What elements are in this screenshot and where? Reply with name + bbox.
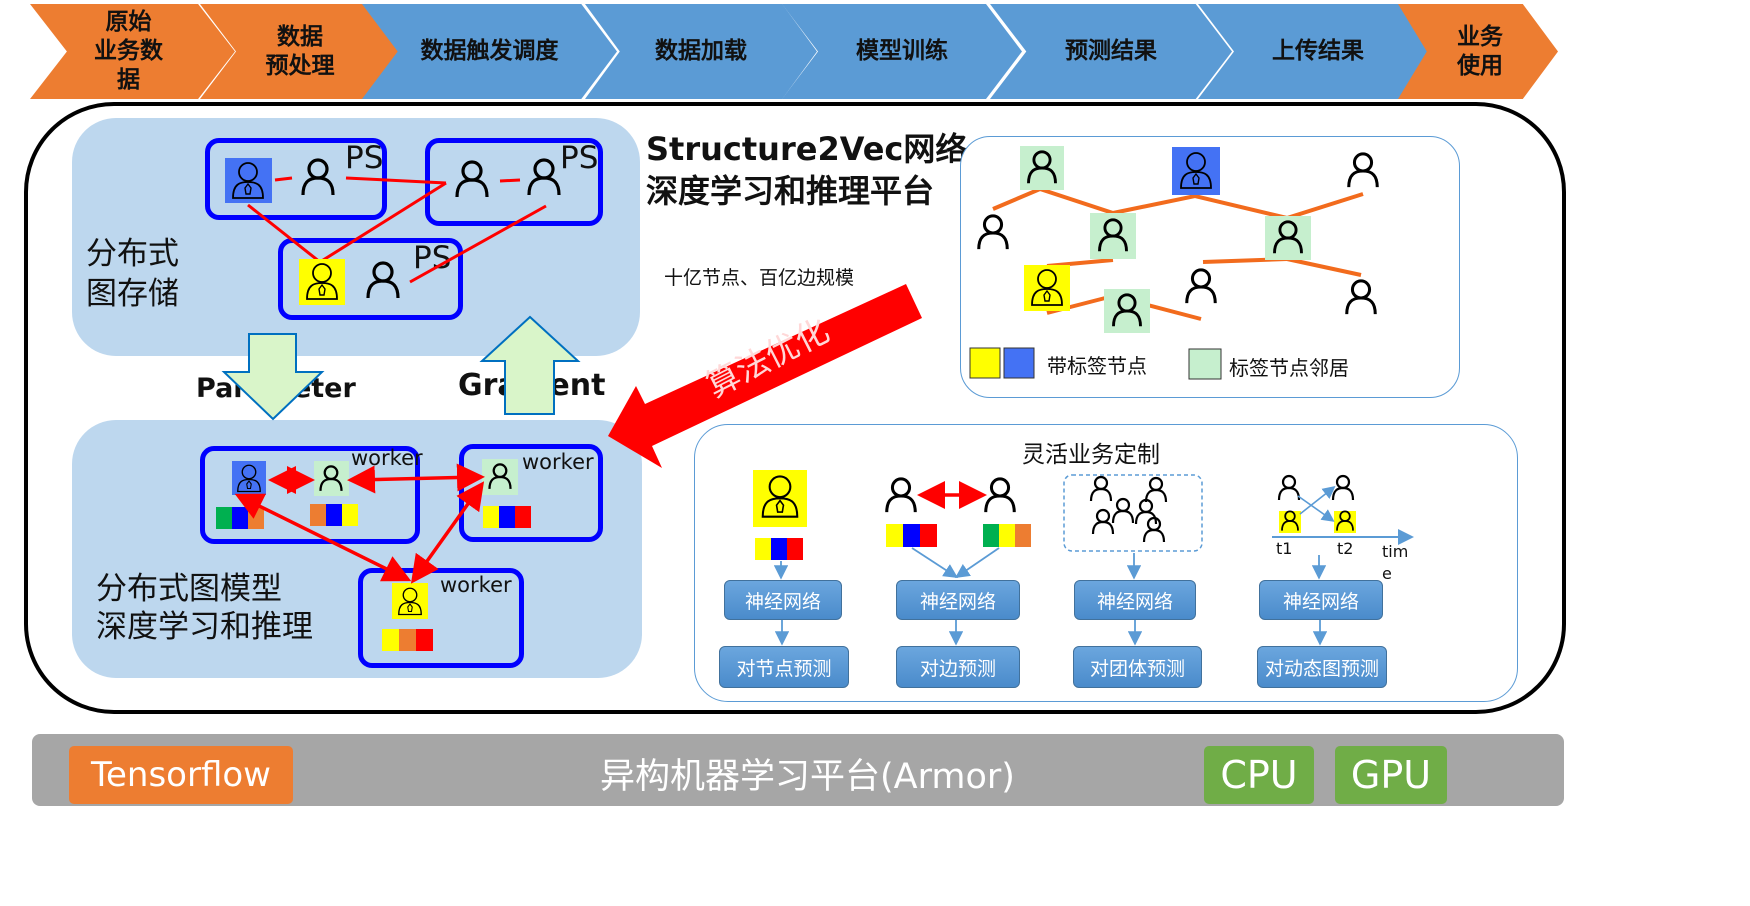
blue-person-icon	[232, 461, 266, 495]
gradient-arrow	[479, 315, 581, 415]
ps-box-3	[278, 238, 463, 320]
ps-label-2: PS	[560, 140, 599, 176]
t2-label: t2	[1337, 539, 1354, 558]
person-icon	[301, 158, 335, 197]
group-box	[1063, 474, 1203, 552]
labeled-person-icon	[1279, 510, 1301, 533]
legend-neighbor-label: 标签节点邻居	[1229, 356, 1349, 380]
time-label: tim e	[1382, 542, 1409, 583]
storage-edges	[247, 176, 547, 284]
armor-label: 异构机器学习平台(Armor)	[600, 757, 1015, 797]
algo-optimization-arrow: 算法优化	[608, 284, 922, 468]
person-icon	[1277, 474, 1301, 502]
person-icon	[366, 261, 400, 300]
person-icon	[1185, 268, 1217, 305]
person-icon	[1134, 498, 1158, 526]
person-icon	[1347, 152, 1379, 189]
labeled-person-icon	[753, 470, 807, 527]
pipeline-step-trigger: 数据触发调度	[362, 4, 617, 99]
labeled-person-icon	[392, 583, 428, 619]
legend-yellow-swatch	[969, 347, 1001, 379]
legend-blue-swatch	[1003, 347, 1035, 379]
scale-note: 十亿节点、百亿边规模	[664, 267, 855, 289]
main-frame	[24, 102, 1566, 714]
ps-label-1: PS	[345, 140, 384, 176]
pipeline-step-predict: 预测结果	[990, 4, 1232, 99]
task-node-prediction: 对节点预测	[719, 646, 849, 688]
storage-title: 分布式 图存储	[86, 236, 179, 312]
legend-labeled-label: 带标签节点	[1047, 354, 1147, 378]
platform-title: Structure2Vec网络 深度学习和推理平台	[646, 130, 968, 210]
labeled-person-icon	[1334, 510, 1356, 533]
pipeline-step-upload: 上传结果	[1198, 4, 1438, 99]
nn-block-node: 神经网络	[724, 580, 842, 620]
task-edge-prediction: 对边预测	[896, 646, 1020, 688]
pipeline-step-business-use: 业务 使用	[1398, 4, 1558, 99]
legend-green-swatch	[1188, 348, 1222, 380]
person-icon	[527, 158, 561, 197]
blue-person-icon	[225, 158, 272, 203]
person-icon	[885, 477, 917, 514]
custom-title: 灵活业务定制	[1022, 442, 1160, 468]
parameter-arrow	[221, 333, 325, 421]
labeled-person-icon	[1024, 265, 1070, 311]
gpu-tag: GPU	[1335, 746, 1447, 804]
nn-block-group: 神经网络	[1074, 580, 1196, 620]
blue-person-icon	[1172, 147, 1220, 195]
person-icon	[1142, 516, 1166, 544]
person-icon	[984, 477, 1016, 514]
green-person-icon	[1104, 289, 1150, 333]
person-icon	[1091, 508, 1115, 536]
green-person-icon	[314, 461, 349, 496]
feature-bar	[755, 538, 803, 560]
tensorflow-tag: Tensorflow	[69, 746, 293, 804]
person-icon	[977, 214, 1009, 251]
worker-label-2: worker	[522, 450, 594, 474]
person-icon	[1345, 279, 1377, 316]
task-group-prediction: 对团体预测	[1073, 646, 1202, 688]
feature-bar	[886, 524, 1031, 547]
pipeline-step-load: 数据加载	[585, 4, 817, 99]
t1-label: t1	[1276, 539, 1293, 558]
nn-block-edge: 神经网络	[896, 580, 1020, 620]
feature-bar	[216, 504, 531, 651]
cpu-tag: CPU	[1204, 746, 1314, 804]
person-icon	[455, 160, 489, 199]
pipeline-step-train: 模型训练	[782, 4, 1022, 99]
task-dynamic-prediction: 对动态图预测	[1257, 646, 1387, 688]
worker-sync-arrows	[234, 463, 485, 584]
green-person-icon	[1265, 216, 1311, 260]
person-icon	[1331, 474, 1355, 502]
nn-block-dynamic: 神经网络	[1259, 580, 1383, 620]
green-person-icon	[1020, 146, 1064, 190]
green-person-icon	[1090, 213, 1136, 259]
labeled-person-icon	[299, 259, 345, 305]
person-icon	[1111, 497, 1135, 525]
person-icon	[1144, 476, 1168, 504]
person-icon	[1089, 475, 1113, 503]
green-person-icon	[482, 459, 518, 495]
